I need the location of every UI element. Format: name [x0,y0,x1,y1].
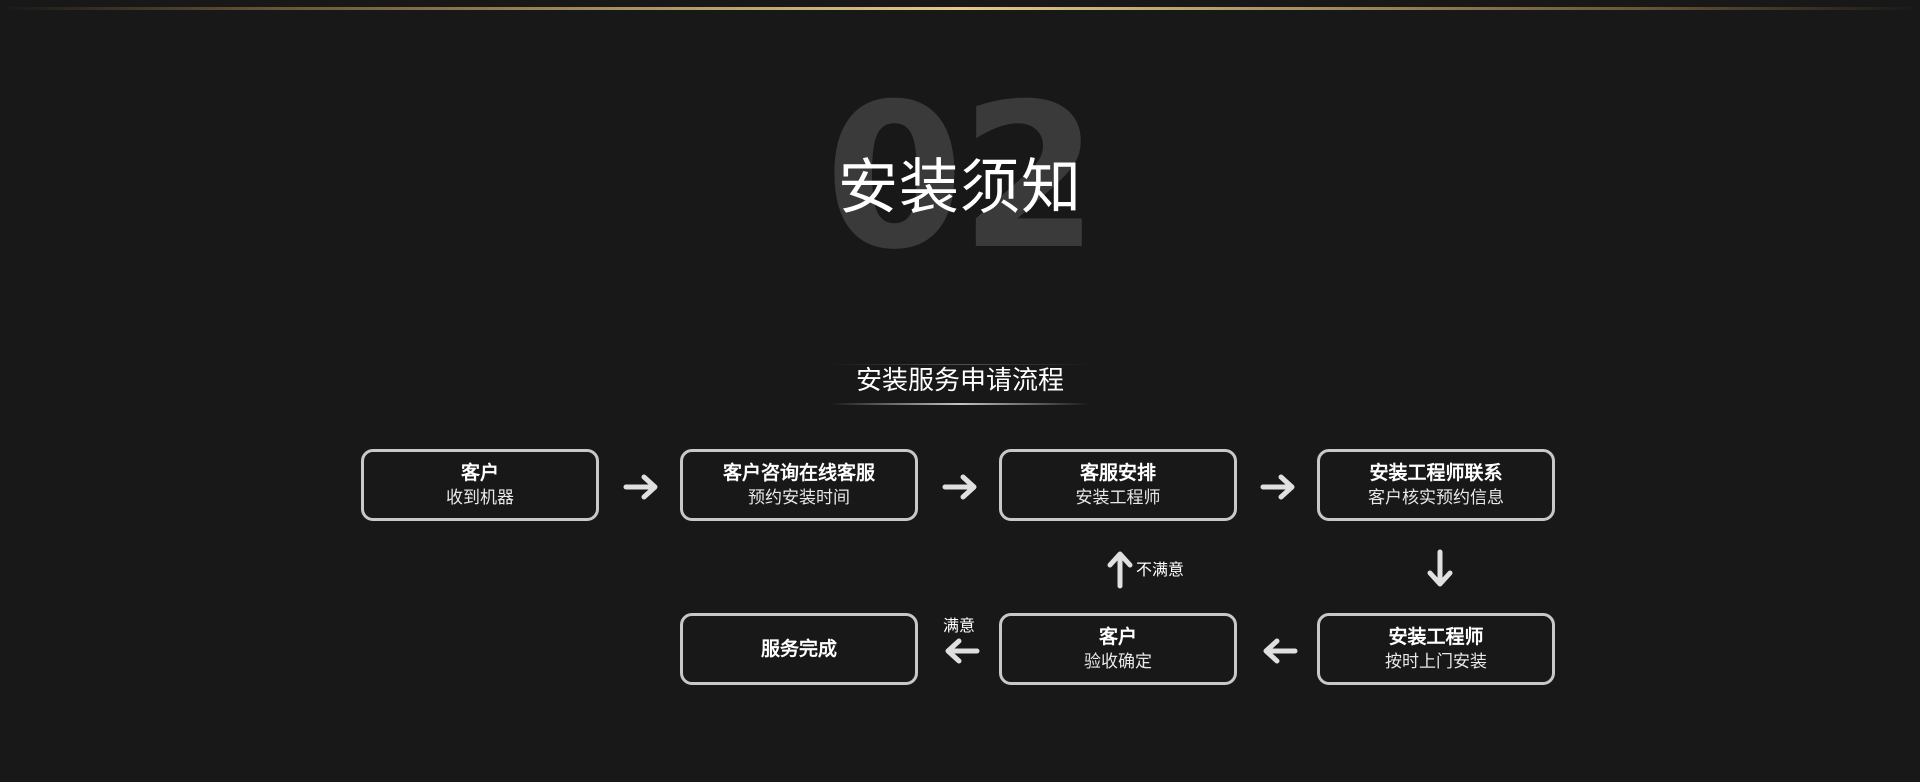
arrow-down-icon [1420,549,1460,589]
step-customer-accept: 客户 验收确定 [999,613,1237,685]
step-title: 安装工程师联系 [1369,462,1503,484]
step-desc: 安装工程师 [1075,488,1161,508]
step-title: 服务完成 [760,638,837,660]
step-service-arrange: 客服安排 安装工程师 [999,449,1237,521]
step-desc: 收到机器 [446,488,514,508]
step-title: 安装工程师 [1388,626,1484,648]
step-consult-service: 客户咨询在线客服 预约安装时间 [680,449,918,521]
step-desc: 按时上门安装 [1385,652,1487,672]
step-title: 客服安排 [1079,462,1156,484]
step-desc: 预约安装时间 [748,488,850,508]
step-title: 客户 [1098,626,1137,648]
step-service-complete: 服务完成 [680,613,918,685]
arrow-up-icon [1100,549,1140,589]
arrow-right-icon [622,467,662,507]
label-satisfied: 满意 [943,616,976,635]
arrow-left-icon [1259,631,1299,671]
section-number: 02 [824,61,1099,294]
step-desc: 验收确定 [1084,652,1152,672]
step-engineer-install: 安装工程师 按时上门安装 [1317,613,1555,685]
arrow-left-icon [941,631,981,671]
arrow-right-icon [1259,467,1299,507]
step-customer-receives: 客户 收到机器 [361,449,599,521]
subtitle-underline [830,403,1090,405]
label-unsatisfied: 不满意 [1136,560,1185,579]
section-title: 安装须知 [838,153,1082,223]
process-subtitle: 安装服务申请流程 [855,366,1064,396]
top-gold-divider [0,7,1920,10]
step-title: 客户 [460,462,499,484]
arrow-right-icon [941,467,981,507]
subtitle-top-line [830,364,1090,365]
step-title: 客户咨询在线客服 [722,462,875,484]
step-engineer-contact: 安装工程师联系 客户核实预约信息 [1317,449,1555,521]
step-desc: 客户核实预约信息 [1368,488,1504,508]
